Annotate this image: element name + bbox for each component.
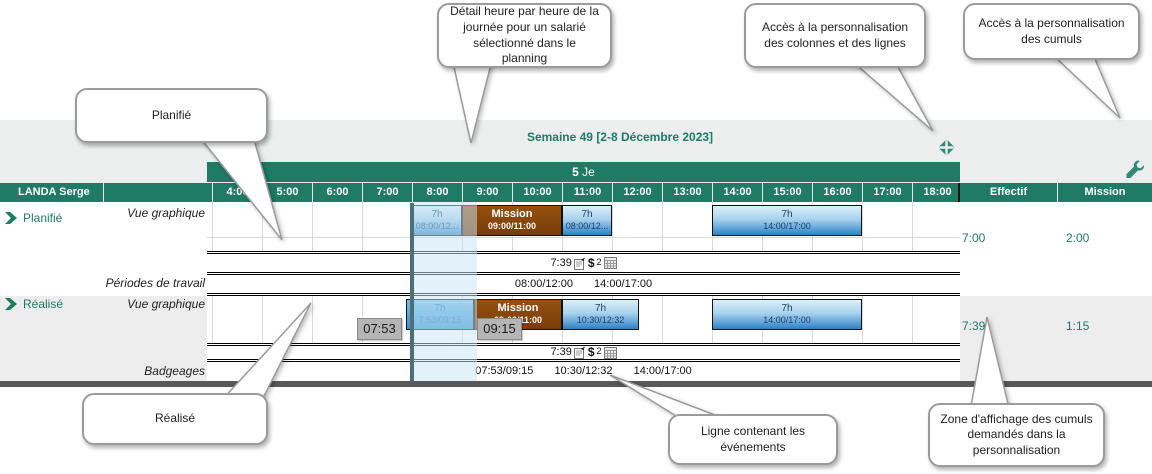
header-divider: [103, 183, 104, 202]
customize-cumuls-wrench-icon[interactable]: [1124, 159, 1145, 186]
cumul-effectif-realized: 7:39: [962, 319, 986, 333]
cumul-header-effectif: Effectif: [960, 183, 1058, 202]
planned-mission-block[interactable]: Mission 09:00/11:00: [462, 205, 562, 236]
event-note-icon: [573, 257, 585, 270]
event-calendar-icon: [603, 257, 617, 269]
callout-columns-rows: Accès à la personnalisation des colonnes…: [744, 3, 926, 68]
bottom-border-bar: [0, 381, 1152, 387]
callout-cumuls-access: Accès à la personnalisation des cumuls: [963, 3, 1140, 60]
badging-value: 14:00/17:00: [633, 365, 692, 377]
expand-chevron-icon[interactable]: [4, 211, 18, 225]
hour-label: 12:00: [612, 183, 662, 202]
realized-label: Réalisé: [23, 297, 64, 311]
realized-events-total: 7:39: [550, 346, 572, 358]
cumul-mission-realized: 1:15: [1066, 319, 1090, 333]
callout-hour-detail: Détail heure par heure de la journée pou…: [437, 3, 612, 68]
realized-left-bg: [0, 296, 207, 381]
hour-label: 5:00: [262, 183, 312, 202]
badgings-row: 07:53/09:15 10:30/12:32 14:00/17:00: [207, 362, 960, 381]
callout-planned: Planifié: [75, 88, 268, 143]
planned-events-total: 7:39: [550, 257, 572, 269]
hour-label: 8:00: [412, 183, 462, 202]
hour-label: 11:00: [562, 183, 612, 202]
hour-label: 6:00: [312, 183, 362, 202]
hour-label: 16:00: [812, 183, 862, 202]
work-period-value: 08:00/12:00: [514, 278, 573, 290]
hour-label: 10:00: [512, 183, 562, 202]
hour-label: 17:00: [862, 183, 912, 202]
hour-label: 13:00: [662, 183, 712, 202]
section-planned[interactable]: Planifié: [4, 211, 62, 225]
work-periods-label: Périodes de travail: [105, 276, 205, 290]
planned-shift-block-3[interactable]: 7h 14:00/17:00: [712, 205, 862, 236]
badgings-label: Badgeages: [144, 364, 205, 378]
customize-columns-rows-icon[interactable]: [936, 137, 957, 163]
day-abbr: Je: [582, 165, 595, 179]
hour-label: 14:00: [712, 183, 762, 202]
cumul-header-mission: Mission: [1084, 186, 1126, 198]
hours-header: 4:00 5:00 6:00 7:00 8:00 9:00 10:00 11:0…: [207, 183, 960, 202]
employee-name: LANDA Serge: [18, 186, 90, 198]
realized-shift-block-3[interactable]: 7h 14:00/17:00: [712, 299, 862, 330]
callout-cumuls-zone: Zone d'affichage des cumuls demandés dan…: [928, 403, 1105, 467]
planned-view-label: Vue graphique: [127, 206, 205, 220]
grid-hline: [207, 237, 960, 238]
realized-right-bg: [960, 296, 1152, 381]
event-dollar-icon: $: [587, 256, 595, 270]
event-calendar-icon: [603, 346, 617, 359]
realized-shift-block-2[interactable]: 7h 10:30/12:32: [562, 299, 639, 330]
hour-label: 4:00: [212, 183, 262, 202]
callout-realized: Réalisé: [82, 393, 268, 445]
day-header: 5 Je: [207, 162, 960, 182]
selected-hour-band: [412, 202, 477, 381]
event-count: 2: [596, 257, 602, 267]
planned-shift-block-2[interactable]: 7h 08:00/12...: [562, 205, 612, 236]
planned-label: Planifié: [23, 211, 63, 225]
work-periods-row: 08:00/12:00 14:00/17:00: [207, 275, 960, 296]
event-note-icon: [573, 346, 585, 359]
hour-label: 7:00: [362, 183, 412, 202]
cumuls-header: Effectif Mission: [960, 183, 1152, 202]
planned-events-row[interactable]: 7:39 $ 2: [207, 251, 960, 275]
event-dollar-icon: $: [587, 345, 595, 359]
cumul-effectif-planned: 7:00: [962, 231, 986, 245]
realized-events-row[interactable]: 7:39 $ 2: [207, 343, 960, 362]
event-count: 2: [596, 346, 602, 356]
expand-chevron-icon[interactable]: [4, 297, 18, 311]
hour-label: 15:00: [762, 183, 812, 202]
cumul-mission-planned: 2:00: [1066, 231, 1090, 245]
callout-events-line: Ligne contenant les événements: [668, 414, 838, 465]
week-title: Semaine 49 [2-8 Décembre 2023]: [526, 130, 714, 144]
day-number: 5: [572, 165, 579, 179]
badge-time-0915[interactable]: 09:15: [477, 318, 522, 340]
badging-value: 10:30/12:32: [554, 365, 613, 377]
hour-label: 9:00: [462, 183, 512, 202]
hour-label: 18:00: [912, 183, 962, 202]
badging-value: 07:53/09:15: [475, 365, 534, 377]
work-period-value: 14:00/17:00: [594, 278, 653, 290]
selection-cursor-line: [410, 203, 414, 381]
realized-view-label: Vue graphique: [127, 297, 205, 311]
section-realized[interactable]: Réalisé: [4, 297, 63, 311]
badge-time-0753[interactable]: 07:53: [357, 318, 402, 340]
